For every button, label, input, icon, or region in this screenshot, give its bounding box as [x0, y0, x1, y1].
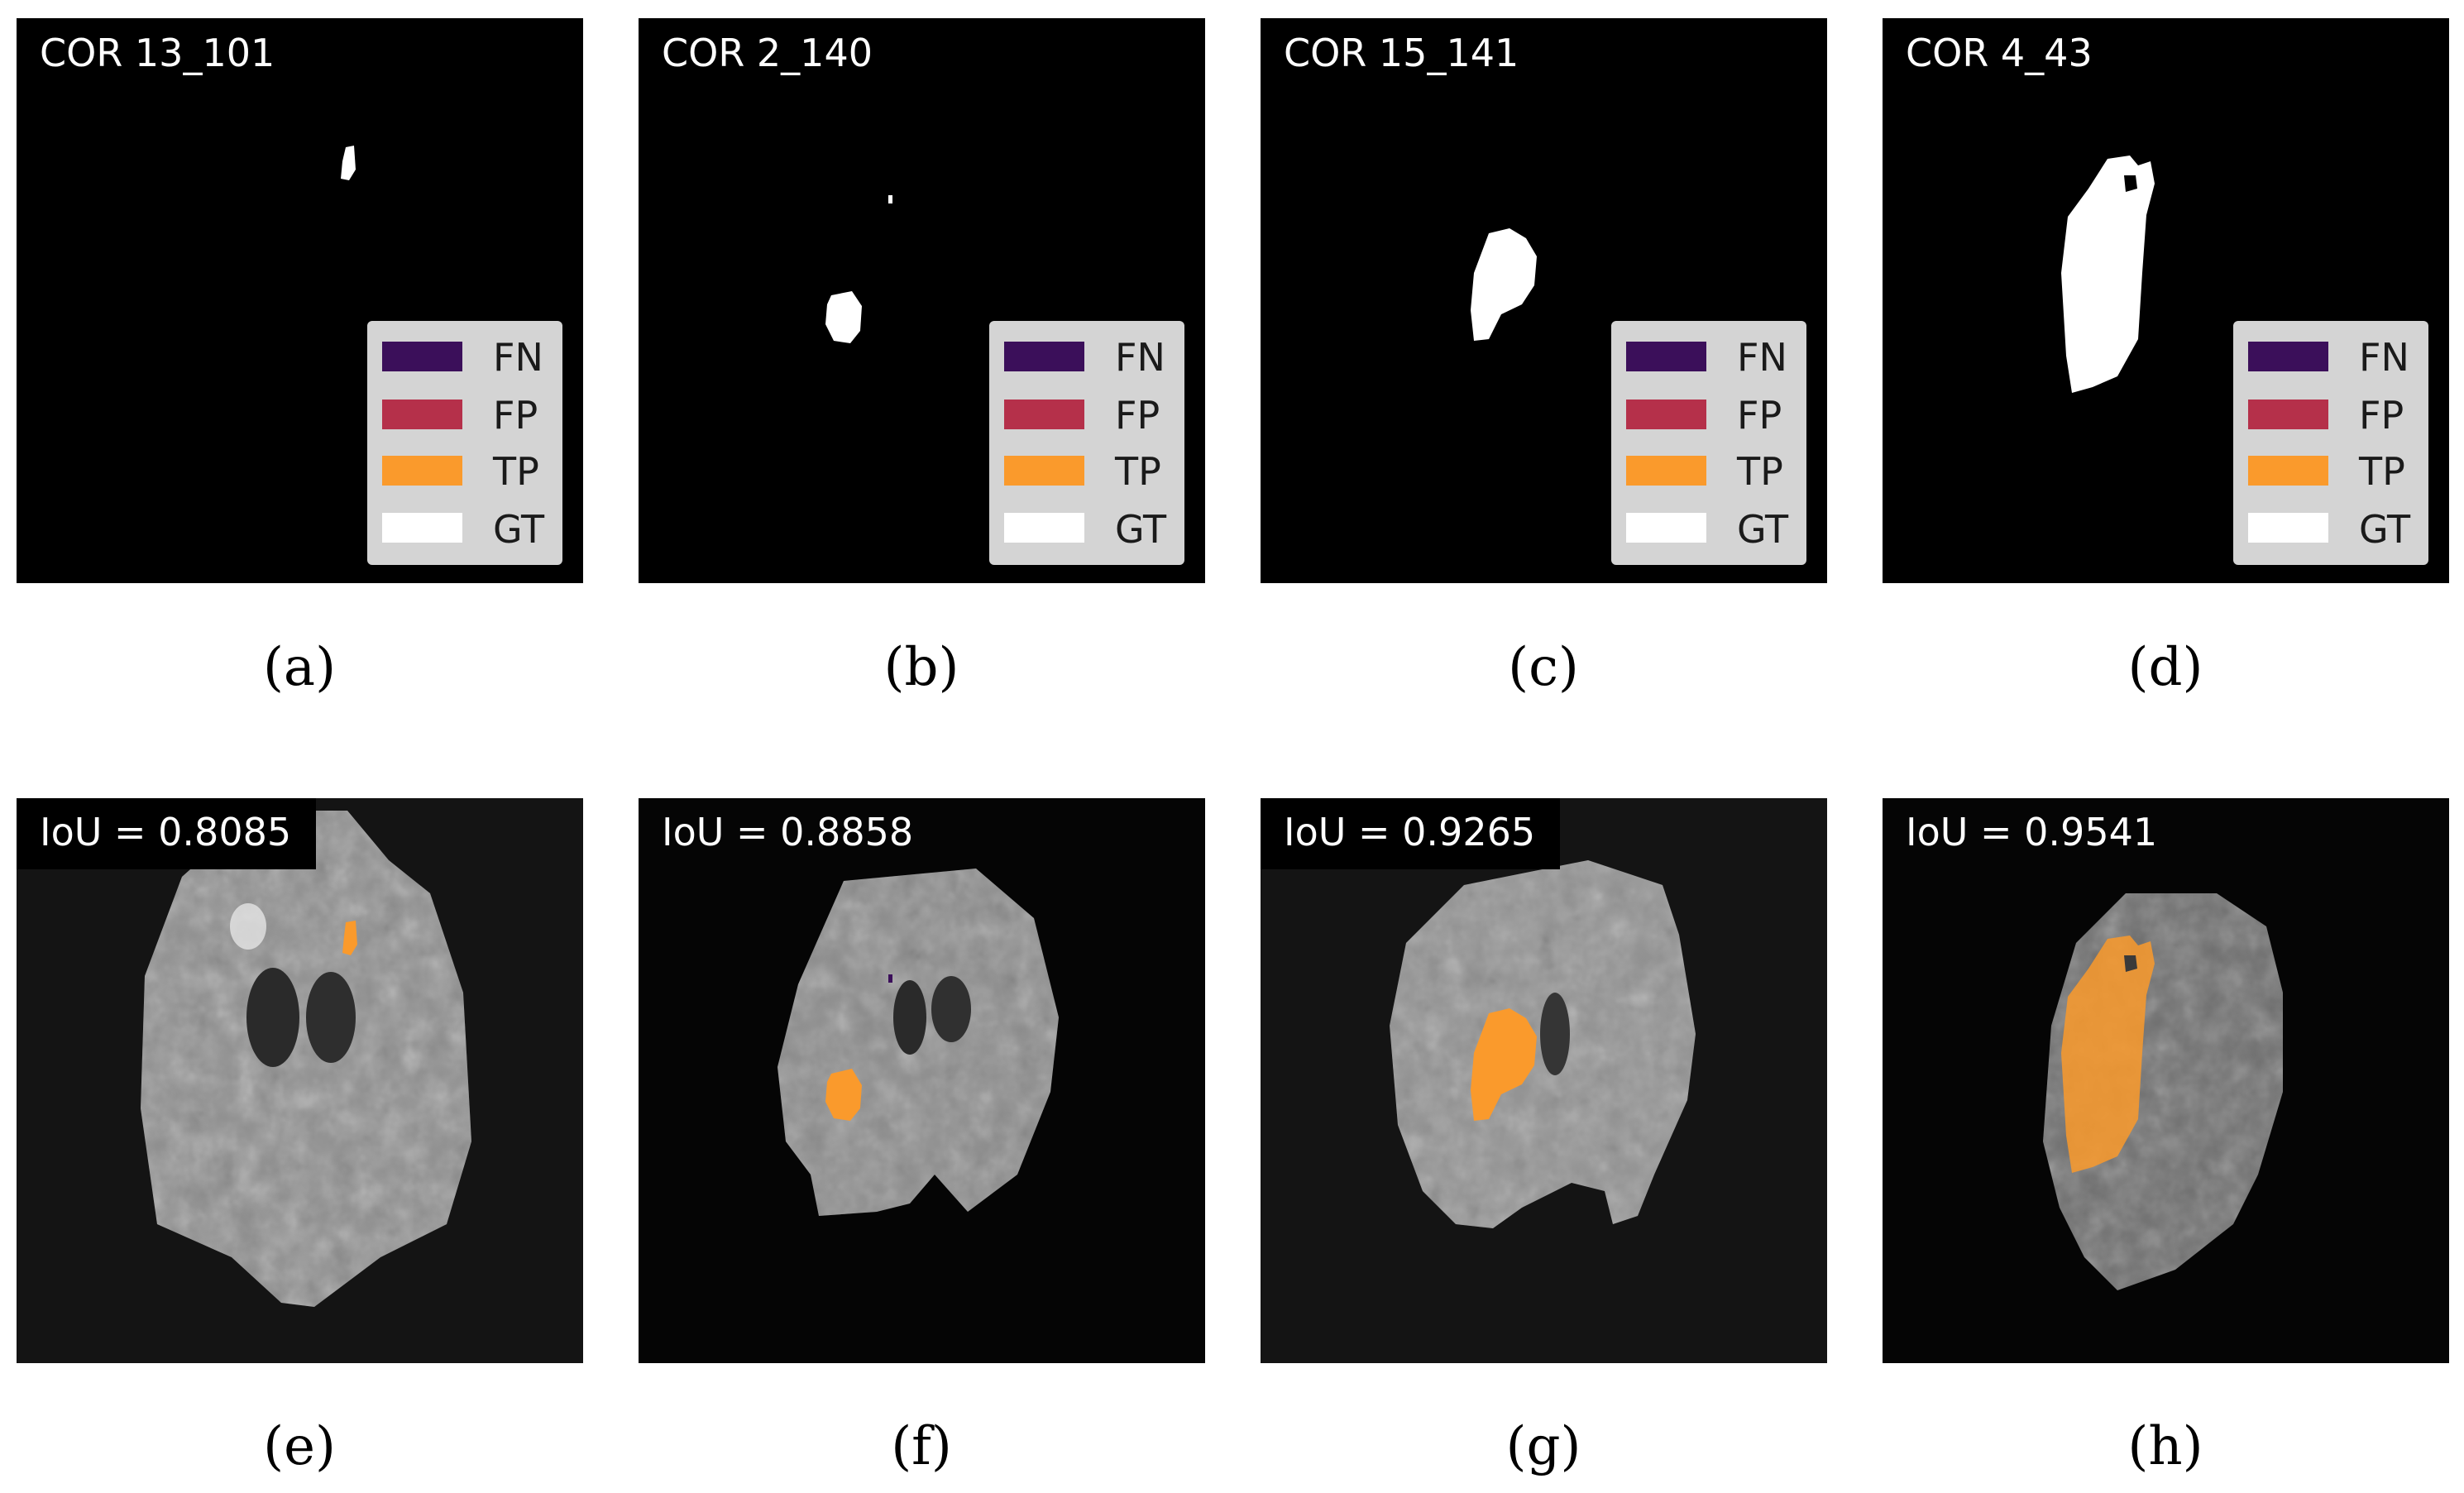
caption-c: (c) — [1508, 637, 1579, 698]
panel-title-g: IoU = 0.9265 — [1284, 810, 1535, 854]
tp-region-g — [1471, 1008, 1537, 1121]
legend-swatch-fn — [2248, 342, 2328, 371]
legend-label-fp: FP — [1115, 393, 1160, 438]
legend-label-gt: GT — [1115, 507, 1167, 552]
tp-region-f — [825, 1069, 862, 1121]
legend-swatch-gt — [1626, 513, 1706, 543]
ventricle-f — [893, 980, 926, 1055]
panel-g: IoU = 0.9265 — [1261, 798, 1827, 1363]
gt-hole-d — [2124, 175, 2137, 192]
legend-label-tp: TP — [1736, 449, 1783, 494]
legend-swatch-fp — [382, 400, 462, 429]
gt-region-b — [825, 291, 862, 343]
legend-c: FN FP TP GT — [1611, 321, 1806, 565]
legend-swatch-tp — [382, 456, 462, 486]
panel-e: IoU = 0.8085 — [17, 798, 583, 1363]
caption-a: (a) — [263, 637, 336, 698]
panel-f: IoU = 0.8858 — [639, 798, 1205, 1363]
legend-label-fn: FN — [1115, 335, 1165, 380]
tp-hole-h — [2124, 955, 2137, 972]
legend-swatch-fn — [1626, 342, 1706, 371]
panel-title-a: COR 13_101 — [40, 31, 275, 75]
caption-g: (g) — [1506, 1416, 1581, 1477]
legend-label-fp: FP — [1737, 393, 1782, 438]
panel-title-e: IoU = 0.8085 — [40, 810, 291, 854]
legend-swatch-fp — [1626, 400, 1706, 429]
legend-box — [2233, 321, 2428, 565]
ventricle-e — [246, 968, 299, 1067]
legend-swatch-fp — [2248, 400, 2328, 429]
tp-region-h — [2061, 936, 2155, 1173]
gt-region-d — [2061, 156, 2155, 393]
panel-d: COR 4_43 FN FP TP GT — [1883, 18, 2449, 583]
fn-speck-f — [888, 974, 892, 983]
legend-label-fn: FN — [1737, 335, 1787, 380]
caption-h: (h) — [2127, 1416, 2203, 1477]
panel-title-f: IoU = 0.8858 — [662, 810, 913, 854]
legend-box — [989, 321, 1184, 565]
legend-swatch-tp — [1004, 456, 1084, 486]
panel-title-c: COR 15_141 — [1284, 31, 1519, 75]
legend-label-gt: GT — [1737, 507, 1789, 552]
legend-label-tp: TP — [1114, 449, 1161, 494]
ventricle-f — [931, 976, 971, 1042]
caption-b: (b) — [884, 637, 959, 698]
legend-swatch-gt — [1004, 513, 1084, 543]
legend-label-tp: TP — [2358, 449, 2405, 494]
panel-a: COR 13_101 FN FP TP GT — [17, 18, 583, 583]
panel-title-h: IoU = 0.9541 — [1906, 810, 2157, 854]
legend-label-tp: TP — [492, 449, 539, 494]
legend-box — [1611, 321, 1806, 565]
legend-box — [367, 321, 562, 565]
title-box-e — [17, 798, 316, 869]
legend-swatch-tp — [2248, 456, 2328, 486]
legend-label-fn: FN — [493, 335, 543, 380]
legend-d: FN FP TP GT — [2233, 321, 2428, 565]
legend-label-gt: GT — [493, 507, 545, 552]
legend-label-fp: FP — [2359, 393, 2404, 438]
legend-swatch-fn — [382, 342, 462, 371]
gt-region-a — [341, 146, 356, 180]
title-box-g — [1261, 798, 1560, 869]
panel-title-d: COR 4_43 — [1906, 31, 2093, 75]
legend-a: FN FP TP GT — [367, 321, 562, 565]
legend-swatch-fn — [1004, 342, 1084, 371]
ventricle-e — [306, 972, 356, 1063]
legend-swatch-fp — [1004, 400, 1084, 429]
panel-c: COR 15_141 FN FP TP GT — [1261, 18, 1827, 583]
legend-b: FN FP TP GT — [989, 321, 1184, 565]
panel-h: IoU = 0.9541 — [1883, 798, 2449, 1363]
legend-swatch-tp — [1626, 456, 1706, 486]
caption-e: (e) — [263, 1416, 336, 1477]
legend-swatch-gt — [2248, 513, 2328, 543]
caption-d: (d) — [2128, 637, 2203, 698]
legend-label-gt: GT — [2359, 507, 2411, 552]
ventricle-g — [1540, 993, 1570, 1075]
panel-b: COR 2_140 FN FP TP GT — [639, 18, 1205, 583]
gt-region-c — [1471, 228, 1537, 341]
legend-label-fn: FN — [2359, 335, 2409, 380]
tp-region-e — [342, 921, 357, 955]
legend-label-fp: FP — [493, 393, 538, 438]
caption-f: (f) — [891, 1416, 952, 1477]
panel-title-b: COR 2_140 — [662, 31, 873, 75]
gt-speck-b — [888, 195, 892, 203]
legend-swatch-gt — [382, 513, 462, 543]
